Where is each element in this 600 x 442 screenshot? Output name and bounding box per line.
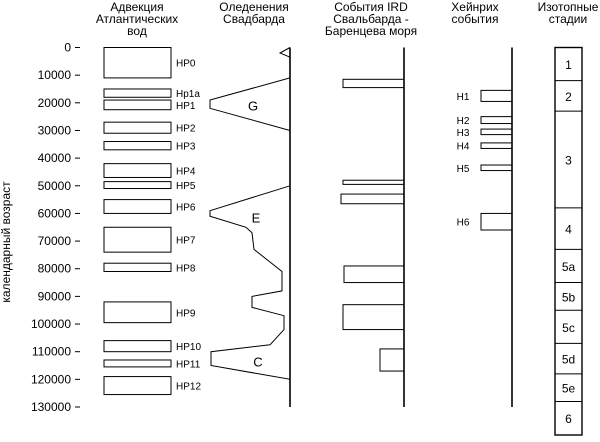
y-tick-label: 60000 — [38, 206, 72, 220]
isotope-column: 1 2 3 4 5a 5b 5c 5d 5e 6 — [554, 46, 583, 436]
y-tick-label: 130000 — [31, 400, 71, 414]
isotope-stage-label: 2 — [565, 90, 572, 104]
advection-label: HP9 — [176, 308, 196, 319]
column-title-line: Хейнрих — [451, 0, 498, 14]
ird-event-box — [342, 78, 405, 89]
heinrich-label: H5 — [457, 164, 470, 175]
glaciation-label: E — [252, 211, 261, 226]
ird-event-box — [343, 265, 405, 284]
y-tick-label: 80000 — [38, 262, 72, 276]
column-title-line: события — [451, 12, 498, 26]
y-tick-label: 20000 — [38, 96, 72, 110]
advection-box — [103, 376, 172, 396]
glaciation-label: G — [248, 99, 258, 114]
advection-label: HP3 — [176, 142, 196, 153]
advection-label: HP7 — [176, 236, 196, 247]
advection-box — [103, 181, 172, 190]
advection-column: HP0Hp1aHP1HP2HP3HP4HP5HP6HP7HP8HP9HP10HP… — [103, 47, 201, 396]
advection-label: HP11 — [176, 359, 201, 370]
heinrich-box — [480, 128, 513, 136]
heinrich-label: H3 — [457, 128, 470, 139]
y-tick-label: 90000 — [38, 289, 72, 303]
ird-event-box — [340, 193, 405, 205]
heinrich-label: H4 — [457, 142, 470, 153]
advection-box — [103, 163, 172, 178]
y-tick-label: 50000 — [38, 179, 72, 193]
glaciation-column: G E C — [209, 47, 291, 407]
column-title-line: Баренцева моря — [325, 24, 417, 38]
advection-box — [103, 340, 172, 353]
advection-label: HP1 — [176, 101, 196, 112]
advection-box — [103, 121, 172, 134]
y-tick-label: 40000 — [38, 151, 72, 165]
ird-event-box — [342, 179, 405, 185]
column-title-line: вод — [127, 24, 147, 38]
heinrich-box — [480, 89, 513, 102]
isotope-stage-label: 5b — [562, 290, 576, 304]
column-title-line: Адвекция — [110, 0, 163, 14]
heinrich-label: H1 — [457, 92, 470, 103]
column-title-line: События IRD — [334, 0, 408, 14]
advection-label: HP6 — [176, 203, 196, 214]
column-title-line: Атлантических — [96, 12, 178, 26]
advection-label: Hp1a — [176, 89, 200, 100]
glaciation-profile — [209, 47, 291, 407]
advection-box — [103, 359, 172, 368]
advection-box — [103, 262, 172, 272]
y-tick-label: 0 — [64, 41, 71, 55]
advection-box — [103, 99, 172, 111]
y-tick-label: 30000 — [38, 123, 72, 137]
advection-label: HP10 — [176, 342, 201, 353]
heinrich-label: H6 — [457, 218, 470, 229]
column-title-line: Изотопные — [538, 0, 599, 14]
advection-label: HP4 — [176, 167, 196, 178]
y-tick-label: 10000 — [38, 68, 72, 82]
y-tick-label: 120000 — [31, 372, 71, 386]
glaciation-label: C — [253, 354, 262, 369]
isotope-stage-label: 4 — [565, 223, 572, 237]
advection-box — [103, 88, 172, 98]
advection-box — [103, 47, 172, 79]
advection-label: HP8 — [176, 263, 196, 274]
advection-label: HP5 — [176, 181, 196, 192]
column-title-line: Свадбарда — [223, 12, 285, 26]
heinrich-box — [480, 142, 513, 149]
advection-box — [103, 301, 172, 324]
y-tick-label: 100000 — [31, 317, 71, 331]
advection-label: HP12 — [176, 382, 201, 393]
heinrich-label: H2 — [457, 116, 470, 127]
y-tick-label: 110000 — [32, 345, 71, 359]
isotope-stage-label: 5e — [562, 382, 576, 396]
isotope-stage-label: 1 — [565, 58, 572, 72]
isotope-stage-label: 6 — [565, 412, 572, 426]
y-tick-label: 70000 — [38, 234, 72, 248]
isotope-frame — [554, 46, 583, 436]
isotope-stage-label: 5d — [562, 353, 575, 367]
ird-column — [340, 47, 405, 407]
y-axis-label: календарный возраст — [0, 181, 13, 303]
column-title-line: стадии — [549, 12, 587, 26]
advection-box — [103, 199, 172, 214]
heinrich-box — [480, 116, 513, 125]
advection-label: HP2 — [176, 124, 196, 135]
advection-box — [103, 141, 172, 151]
isotope-stage-label: 5a — [562, 260, 576, 274]
column-title-line: Оледенения — [219, 0, 288, 14]
heinrich-box — [480, 164, 513, 172]
ird-event-box — [342, 304, 405, 331]
ird-event-box — [379, 348, 405, 372]
column-title-line: Свальбарда - — [333, 12, 409, 26]
isotope-stage-label: 5c — [562, 321, 575, 335]
advection-label: HP0 — [176, 59, 196, 70]
y-axis: календарный возраст 0 10000 20000 30000 4000… — [0, 41, 80, 414]
isotope-stage-label: 3 — [565, 153, 572, 167]
advection-box — [103, 226, 172, 253]
heinrich-box — [480, 212, 513, 231]
